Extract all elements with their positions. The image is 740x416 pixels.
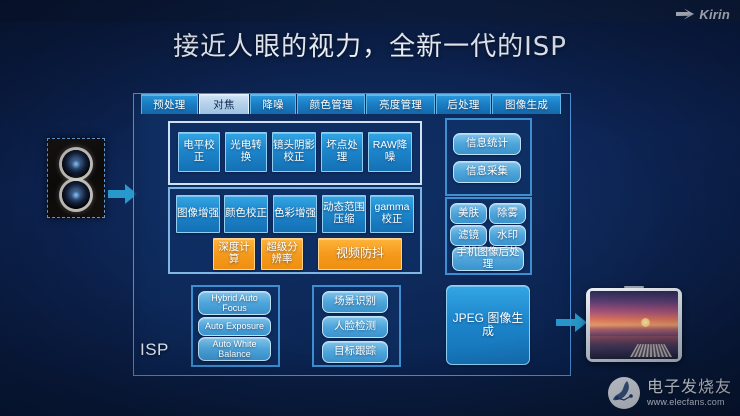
chip-defog[interactable]: 除雾 — [489, 203, 526, 224]
phone-speaker-icon — [624, 286, 644, 288]
chip-filter[interactable]: 滤镜 — [450, 225, 487, 246]
chip-dynamic-range-compression[interactable]: 动态范围压缩 — [322, 195, 366, 233]
tab-denoise[interactable]: 降噪 — [250, 94, 297, 114]
chip-skin-beautify[interactable]: 美肤 — [450, 203, 487, 224]
dual-camera-module — [47, 138, 105, 218]
chip-photoelectric-conversion[interactable]: 光电转换 — [225, 132, 267, 172]
chip-video-stabilization[interactable]: 视频防抖 — [318, 238, 402, 270]
phone-device — [586, 286, 682, 362]
chip-bad-pixel-correction[interactable]: 坏点处理 — [321, 132, 363, 172]
chip-auto-white-balance[interactable]: Auto White Balance — [198, 337, 271, 361]
output-flow-arrow-icon — [556, 313, 587, 332]
camera-lens-bottom-icon — [62, 181, 90, 209]
watermark-url: www.elecfans.com — [646, 397, 725, 407]
chip-depth-computation[interactable]: 深度计算 — [213, 238, 255, 270]
pipeline-stage-tabs[interactable]: 预处理 对焦 降噪 颜色管理 亮度管理 后处理 图像生成 — [141, 94, 562, 114]
chip-auto-exposure[interactable]: Auto Exposure — [198, 317, 271, 336]
chip-scene-recognition[interactable]: 场景识别 — [322, 291, 388, 313]
chip-face-detection[interactable]: 人脸检测 — [322, 316, 388, 338]
chip-raw-denoise[interactable]: RAW降噪 — [368, 132, 412, 172]
chip-level-correction[interactable]: 电平校正 — [178, 132, 220, 172]
top-bar — [0, 0, 740, 22]
watermark-text: 电子发烧友 www.elecfans.com — [647, 379, 732, 407]
phone-screen-photo — [590, 291, 678, 359]
chip-jpeg-image-generation[interactable]: JPEG 图像生成 — [446, 285, 530, 365]
pier-shape — [630, 344, 672, 357]
elecfans-leaf-logo-icon — [607, 377, 640, 409]
chip-color-enhancement[interactable]: 色彩增强 — [273, 195, 317, 233]
chip-hybrid-auto-focus[interactable]: Hybrid Auto Focus — [198, 291, 271, 315]
page-title: 接近人眼的视力，全新一代的ISP — [173, 32, 567, 62]
tab-color-management[interactable]: 颜色管理 — [297, 94, 366, 114]
tab-image-generation[interactable]: 图像生成 — [492, 94, 562, 114]
kirin-wordmark: Kirin — [699, 6, 730, 22]
kirin-logo: Kirin — [675, 6, 730, 22]
chip-info-collection[interactable]: 信息采集 — [453, 161, 521, 183]
chip-gamma-correction[interactable]: gamma校正 — [370, 195, 414, 233]
watermark: 电子发烧友 www.elecfans.com — [607, 376, 732, 410]
sun-icon — [641, 318, 651, 328]
chip-phone-image-postprocess[interactable]: 手机图像后处理 — [452, 246, 524, 271]
camera-lens-top-icon — [62, 150, 90, 178]
isp-panel-label: ISP — [140, 340, 169, 359]
statistics-group-frame — [445, 118, 532, 196]
chip-lens-shading-correction[interactable]: 镜头阴影校正 — [272, 132, 316, 172]
chip-object-tracking[interactable]: 目标跟踪 — [322, 341, 388, 363]
watermark-name: 电子发烧友 — [646, 377, 732, 396]
tab-brightness-management[interactable]: 亮度管理 — [366, 94, 435, 114]
kirin-arrow-logo-icon — [676, 8, 695, 20]
chip-super-resolution[interactable]: 超级分辨率 — [261, 238, 303, 270]
tab-postprocess[interactable]: 后处理 — [435, 94, 492, 114]
tab-preprocess[interactable]: 预处理 — [141, 94, 198, 114]
tab-focus[interactable]: 对焦 — [198, 94, 250, 114]
chip-info-statistics[interactable]: 信息统计 — [453, 133, 521, 155]
chip-color-correction[interactable]: 颜色校正 — [224, 195, 268, 233]
chip-watermark[interactable]: 水印 — [489, 225, 526, 246]
chip-image-enhancement[interactable]: 图像增强 — [176, 195, 220, 233]
